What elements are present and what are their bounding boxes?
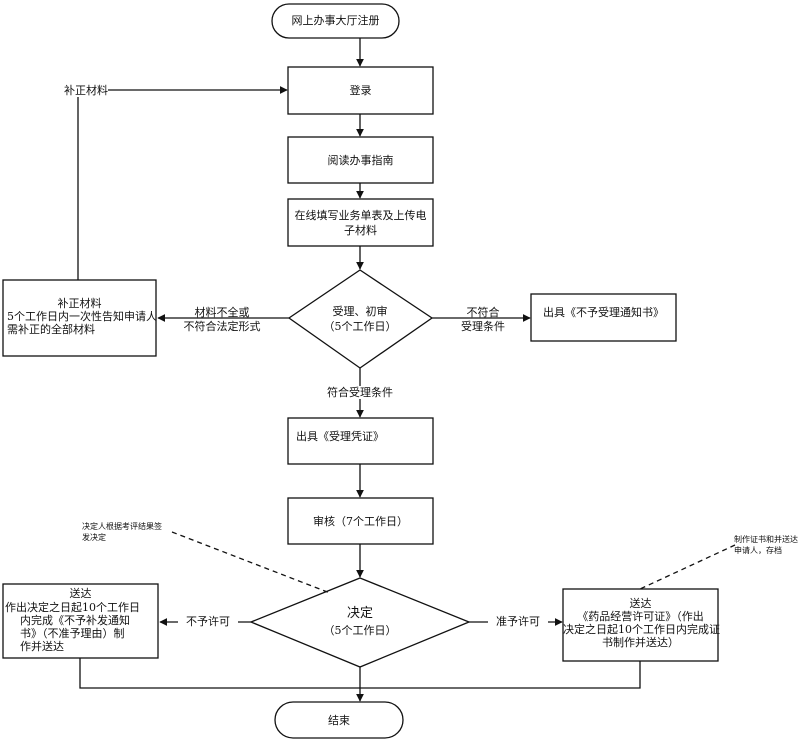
note-left-line2: 发决定	[82, 533, 106, 542]
decision-diamond	[249, 577, 471, 668]
login-label: 登录	[349, 84, 372, 97]
not-accept-notice-box	[530, 293, 677, 342]
decision-label-line1: 决定	[346, 606, 373, 621]
read-guide-label: 阅读办事指南	[327, 154, 394, 167]
note-right-line2: 申请人，存档	[734, 546, 782, 555]
supplement-box-title: 补正材料	[57, 297, 102, 310]
deliver-right-line3: 书制作并送达）	[602, 636, 679, 649]
incomplete-label-line1: 材料不全或	[194, 306, 250, 319]
decision-label-line2: （5个工作日）	[323, 624, 397, 637]
accept-diamond	[287, 269, 434, 369]
deliver-right-line1: 《药品经营许可证》（作出	[577, 610, 704, 623]
not-accept-notice-label: 出具《不予受理通知书》	[543, 306, 664, 319]
deliver-left-line4: 作并送达	[20, 640, 64, 653]
note-left-line1: 决定人根据考评结果签	[82, 522, 162, 531]
supplement-box	[2, 279, 157, 357]
receipt-label: 出具《受理凭证》	[296, 430, 384, 443]
supplement-loop-label: 补正材料	[64, 84, 108, 97]
fill-form-box	[287, 198, 434, 247]
accept-label-line2: （5个工作日）	[323, 320, 397, 333]
note-right-pointer	[639, 544, 736, 590]
fill-form-label-line2: 子材料	[344, 224, 377, 237]
not-meet-label-line2: 受理条件	[461, 320, 505, 333]
supplement-box-line1: 5个工作日内一次性告知申请人	[7, 310, 157, 323]
not-meet-label-line1: 不符合	[466, 306, 500, 319]
approve-label: 准予许可	[488, 615, 548, 628]
deliver-right-line2: 决定之日起10个工作日内完成证	[563, 623, 720, 636]
deliver-left-line3: 书》（不准予理由）制	[20, 627, 125, 640]
reject-label: 不予许可	[178, 615, 238, 628]
deliver-right-title: 送达	[629, 597, 652, 610]
start-terminal	[271, 3, 400, 39]
note-left-pointer	[171, 531, 331, 594]
end-label: 结束	[328, 714, 350, 727]
deliver-left-title: 送达	[69, 587, 92, 600]
incomplete-label-line2: 不符合法定形式	[183, 320, 261, 333]
accept-label-line1: 受理、初审	[332, 305, 388, 318]
review-label: 审核（7个工作日）	[313, 515, 408, 528]
note-right-line1: 制作证书和并送达	[734, 535, 798, 544]
fill-form-label-line1: 在线填写业务单表及上传电	[294, 209, 427, 222]
supplement-box-line2: 需补正的全部材料	[7, 323, 95, 336]
start-label: 网上办事大厅注册	[291, 14, 380, 27]
deliver-left-line1: 作出决定之日起10个工作日	[5, 601, 140, 614]
meets-label: 符合受理条件	[310, 386, 410, 399]
deliver-left-line2: 内完成《不予补发通知	[20, 614, 130, 627]
end-terminal	[274, 701, 404, 739]
